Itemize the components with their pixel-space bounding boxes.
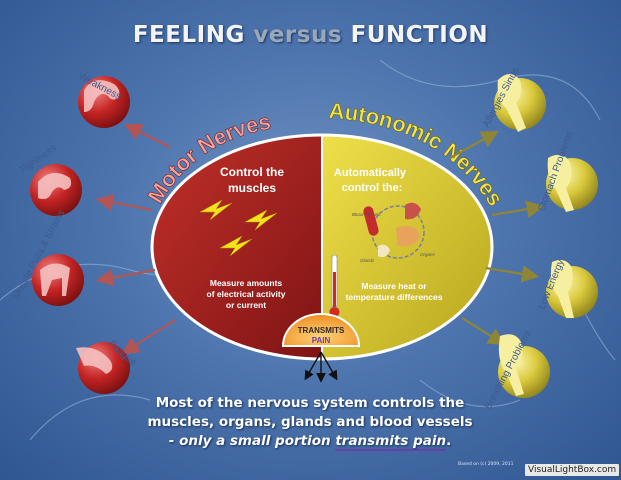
autonomic-symptom-sinus: Allergies Sinus (481, 66, 546, 132)
central-ellipse (150, 133, 494, 361)
badge-line2: PAIN (312, 336, 331, 345)
title-function: FUNCTION (350, 22, 489, 48)
bottom-line3c: . (446, 433, 452, 449)
title-feeling: FEELING (132, 22, 245, 48)
autonomic-heading-line2: control the: (342, 182, 403, 194)
motor-heading-line1: Control the (220, 165, 284, 179)
organ-label-organs: Organs (420, 252, 436, 257)
autonomic-arrows (449, 130, 545, 346)
transmits-pain-badge: TRANSMITS PAIN (281, 313, 361, 347)
autonomic-symptom-stomach: Stomach Problems (536, 130, 598, 213)
bottom-caption: Most of the nervous system controls the … (110, 394, 510, 451)
page-title: FEELING versus FUNCTION (0, 22, 621, 48)
motor-heading-line2: muscles (228, 181, 276, 195)
autonomic-desc-line2: temperature differences (346, 292, 443, 302)
motor-desc-line1: Measure amounts (210, 278, 283, 288)
bottom-line3a: - only a small portion (168, 433, 336, 449)
motor-symptom-tightness: Tightness (17, 143, 82, 216)
pain-arrows (304, 351, 338, 383)
bottom-line3b: transmits pain (335, 433, 447, 451)
organ-label-blood-vessels: Blood Vessels (352, 212, 381, 217)
motor-desc-line2: of electrical activity (207, 289, 286, 299)
autonomic-half (322, 135, 492, 359)
autonomic-symptom-energy: Low Energy (537, 258, 598, 318)
autonomic-heading-line1: Automatically (334, 167, 407, 179)
bottom-line2: muscles, organs, glands and blood vessel… (147, 414, 473, 430)
motor-symptom-muscle-pulls: Muscle Pulls & Strains (11, 208, 84, 306)
organ-label-glands: Glands (360, 258, 375, 263)
motor-arrows (95, 124, 176, 355)
bottom-line3: - only a small portion transmits pain. (110, 432, 510, 451)
motor-desc-line3: or current (226, 300, 266, 310)
badge-line1: TRANSMITS (298, 326, 345, 335)
autonomic-desc-line1: Measure heat or (361, 281, 427, 291)
watermark: VisualLightBox.com (525, 464, 620, 476)
motor-symptom-weakness: Weakness (77, 71, 130, 128)
organ-cycle-illustration: Blood Vessels Glands Organs (352, 202, 436, 263)
lightning-icon (199, 199, 278, 257)
thermometer-icon (329, 254, 340, 318)
title-versus: versus (253, 22, 343, 48)
motor-symptom-fatigue: Fatigue (76, 339, 139, 394)
credit-text: Based on (c) 2009, 2011 (458, 462, 514, 467)
bottom-line1: Most of the nervous system controls the (155, 395, 465, 411)
